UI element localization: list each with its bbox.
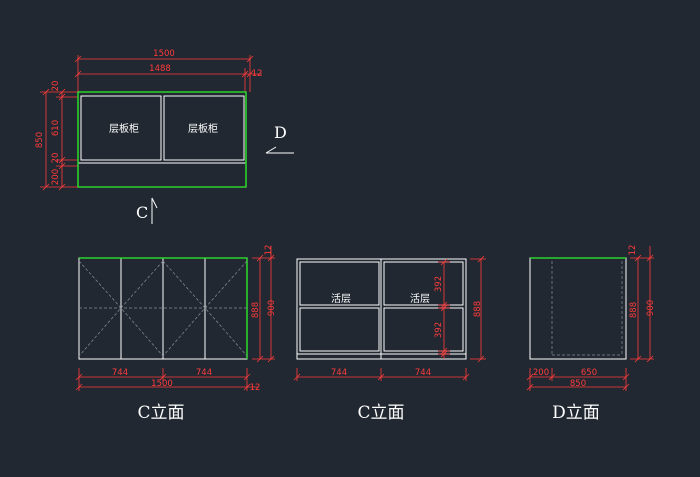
c-doors-top-panel-label: 12 — [264, 245, 274, 256]
c-open-title: C立面 — [357, 403, 404, 423]
d-total-depth-label: 850 — [570, 379, 586, 389]
c-open-bay-width-2-label: 744 — [415, 368, 431, 378]
plan-left-dimensions — [40, 88, 78, 191]
view-marker-d-letter: D — [274, 123, 287, 142]
c-doors-inner-height-label: 888 — [251, 302, 261, 318]
plan-view: 1500 1488 12 850 20 610 20 200 — [35, 49, 294, 224]
c-doors-door-width-2-label: 744 — [196, 368, 212, 378]
elevation-d: 200 650 850 12 888 900 D立面 — [526, 245, 656, 423]
plan-inner-width-label: 1488 — [149, 64, 171, 74]
plan-left-cabinet-label: 层板柜 — [109, 122, 139, 135]
plan-shelf-depth-label: 610 — [51, 120, 61, 136]
c-doors-door-width-1-label: 744 — [112, 368, 128, 378]
plan-bottom-frame-label: 200 — [51, 169, 61, 185]
c-doors-title: C立面 — [137, 403, 184, 423]
plan-back-panel-label: 12 — [252, 69, 263, 79]
c-open-bay-width-1-label: 744 — [331, 368, 347, 378]
elevation-d-dimensions — [526, 246, 654, 391]
c-doors-total-height-label: 900 — [267, 300, 277, 316]
elevation-c-doors: 744 744 1500 12 12 888 900 C立面 — [75, 245, 277, 423]
d-title: D立面 — [552, 403, 600, 423]
d-top-panel-label: 12 — [628, 245, 638, 256]
elevation-c-doors-dimensions — [75, 246, 275, 391]
elevation-c-open-body — [296, 258, 467, 360]
plan-right-cabinet-label: 层板柜 — [188, 122, 218, 135]
c-open-upper-shelf-label: 392 — [434, 276, 444, 292]
view-marker-c: C — [136, 197, 158, 224]
plan-top-dimensions — [74, 55, 262, 92]
d-depth-label: 650 — [581, 368, 597, 378]
plan-total-depth-label: 850 — [35, 132, 45, 148]
elevation-d-body — [529, 257, 627, 360]
c-open-left-shelf-label: 活层 — [331, 293, 351, 305]
elevation-c-open-dimensions — [293, 255, 486, 381]
view-marker-c-letter: C — [136, 203, 148, 222]
plan-cabinet-body — [77, 91, 247, 188]
c-doors-total-width-label: 1500 — [151, 379, 173, 389]
plan-top-frame-label: 20 — [51, 81, 61, 92]
c-open-inner-height-label: 888 — [473, 301, 483, 317]
plan-total-width-label: 1500 — [153, 49, 175, 59]
c-open-lower-shelf-label: 392 — [434, 322, 444, 338]
plan-mid-frame-label: 20 — [51, 153, 61, 164]
view-marker-d: D — [265, 123, 294, 154]
d-inner-height-label: 888 — [629, 302, 639, 318]
door-swing-lines — [78, 260, 248, 357]
c-doors-side-panel-label: 12 — [250, 383, 261, 393]
elevation-c-open: 活层 活层 744 744 — [293, 255, 486, 423]
d-offset-label: 200 — [533, 368, 549, 378]
elevation-c-doors-body — [78, 257, 248, 360]
d-hidden-lines — [551, 261, 623, 356]
d-total-height-label: 900 — [646, 300, 656, 316]
c-open-right-shelf-label: 活层 — [410, 293, 430, 305]
